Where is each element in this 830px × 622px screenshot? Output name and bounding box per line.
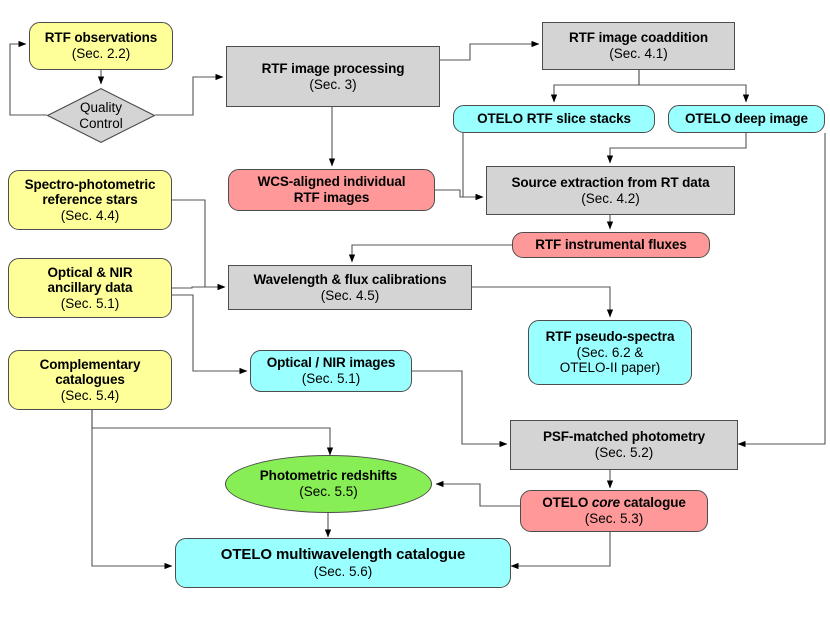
node-otelo-core-catalogue[interactable]: OTELO core catalogue (Sec. 5.3) <box>520 490 708 532</box>
node-label: RTF instrumental fluxes <box>535 237 687 253</box>
node-label: RTF pseudo-spectra <box>545 329 675 345</box>
node-sublabel-line3: OTELO-II paper) <box>559 360 661 376</box>
edge-qc-to-processing <box>155 73 224 116</box>
node-label: Spectro-photometric <box>24 176 156 192</box>
node-otelo-rtf-slice-stacks[interactable]: OTELO RTF slice stacks <box>453 105 655 133</box>
node-label-pre: OTELO <box>542 495 592 511</box>
node-otelo-multiwavelength-catalogue[interactable]: OTELO multiwavelength catalogue (Sec. 5.… <box>175 538 511 588</box>
edge-complementary-to-multiwave <box>91 410 173 570</box>
node-complementary-catalogues[interactable]: Complementary catalogues (Sec. 5.4) <box>8 350 172 410</box>
node-otelo-deep-image[interactable]: OTELO deep image <box>668 105 825 133</box>
node-rtf-observations[interactable]: RTF observations (Sec. 2.2) <box>29 22 173 70</box>
node-sublabel: (Sec. 3) <box>309 76 357 92</box>
node-rtf-image-coaddition[interactable]: RTF image coaddition (Sec. 4.1) <box>542 22 735 70</box>
node-optical-nir-ancillary-data[interactable]: Optical & NIR ancillary data (Sec. 5.1) <box>8 258 172 318</box>
node-sublabel: (Sec. 5.1) <box>60 295 120 311</box>
node-label: WCS-aligned individual <box>257 174 406 190</box>
node-photometric-redshifts[interactable]: Photometric redshifts (Sec. 5.5) <box>225 455 432 513</box>
edge-deep-to-source-extraction <box>606 133 747 164</box>
node-label-line2: reference stars <box>42 192 138 208</box>
node-label: Wavelength & flux calibrations <box>253 271 447 287</box>
node-label-line2: catalogues <box>55 372 125 388</box>
edge-core-to-multiwave <box>510 531 611 570</box>
node-source-extraction[interactable]: Source extraction from RT data (Sec. 4.2… <box>486 166 735 215</box>
node-label: RTF observations <box>44 30 158 46</box>
node-wcs-aligned-rtf-images[interactable]: WCS-aligned individual RTF images <box>228 169 435 211</box>
node-label: Photometric redshifts <box>259 468 398 484</box>
node-label: Source extraction from RT data <box>511 174 710 190</box>
node-sublabel: (Sec. 5.6) <box>313 563 373 579</box>
node-sublabel: (Sec. 5.1) <box>301 371 361 386</box>
node-sublabel: (Sec. 4.4) <box>60 207 120 223</box>
edge-complementary-to-photoz <box>91 410 334 456</box>
node-label: OTELO deep image <box>685 111 808 127</box>
node-spectro-photometric-reference-stars[interactable]: Spectro-photometric reference stars (Sec… <box>8 170 172 230</box>
node-label: Optical & NIR <box>47 264 133 280</box>
edge-optnir-images-to-psf <box>412 370 508 448</box>
node-label-post: catalogue <box>620 495 686 511</box>
node-sublabel: Control <box>79 115 123 131</box>
node-label: Quality <box>79 99 123 115</box>
edge-calibrations-to-pseudospectra <box>472 286 614 318</box>
node-label-block: Quality Control <box>79 100 123 131</box>
node-sublabel: (Sec. 5.4) <box>60 387 120 403</box>
node-label-emphasis: core <box>591 495 620 511</box>
node-sublabel: (Sec. 4.5) <box>320 287 380 303</box>
node-label: OTELO multiwavelength catalogue <box>220 546 466 564</box>
edge-refstars-to-calibrations <box>172 199 226 291</box>
edge-core-to-photoz <box>435 480 520 507</box>
edge-qc-reject-loop <box>9 40 47 116</box>
node-psf-matched-photometry[interactable]: PSF-matched photometry (Sec. 5.2) <box>510 420 738 470</box>
node-label: Complementary <box>39 356 141 372</box>
node-label: OTELO core catalogue <box>542 495 686 511</box>
node-label: OTELO RTF slice stacks <box>477 111 631 127</box>
node-label: PSF-matched photometry <box>542 429 706 445</box>
node-rtf-image-processing[interactable]: RTF image processing (Sec. 3) <box>226 46 440 107</box>
edge-fluxes-to-calibrations <box>348 244 512 263</box>
node-optical-nir-images[interactable]: Optical / NIR images (Sec. 5.1) <box>250 350 412 392</box>
node-label: RTF image processing <box>261 60 405 76</box>
node-label-line2: ancillary data <box>47 280 133 296</box>
diamond-shape <box>47 88 155 143</box>
node-sublabel: (Sec. 4.2) <box>581 190 640 206</box>
edge-wcs-to-source-extraction <box>435 189 484 201</box>
edge-ancillary-to-calibrations <box>172 283 226 291</box>
edge-coaddition-to-deep <box>638 70 750 103</box>
node-label: Optical / NIR images <box>266 355 396 371</box>
edge-ancillary-to-optnir-images <box>172 294 248 375</box>
edge-deep-to-psf <box>737 133 826 448</box>
node-sublabel: (Sec. 6.2 & <box>576 344 644 360</box>
edge-slices-to-source-extraction <box>462 133 484 201</box>
node-label-line2: RTF images <box>293 190 370 205</box>
node-sublabel: (Sec. 5.3) <box>584 511 644 526</box>
node-sublabel: (Sec. 4.1) <box>609 46 668 61</box>
node-label: RTF image coaddition <box>568 30 708 46</box>
edge-processing-to-coaddition <box>440 40 540 61</box>
node-sublabel: (Sec. 5.2) <box>594 445 654 460</box>
node-rtf-pseudo-spectra[interactable]: RTF pseudo-spectra (Sec. 6.2 & OTELO-II … <box>528 320 692 385</box>
node-rtf-instrumental-fluxes[interactable]: RTF instrumental fluxes <box>512 232 710 258</box>
node-sublabel: (Sec. 5.5) <box>299 484 358 499</box>
edge-coaddition-to-slices <box>550 70 640 103</box>
node-wavelength-flux-calibrations[interactable]: Wavelength & flux calibrations (Sec. 4.5… <box>228 265 472 310</box>
node-quality-control[interactable]: Quality Control <box>47 88 155 143</box>
node-sublabel: (Sec. 2.2) <box>71 46 131 61</box>
